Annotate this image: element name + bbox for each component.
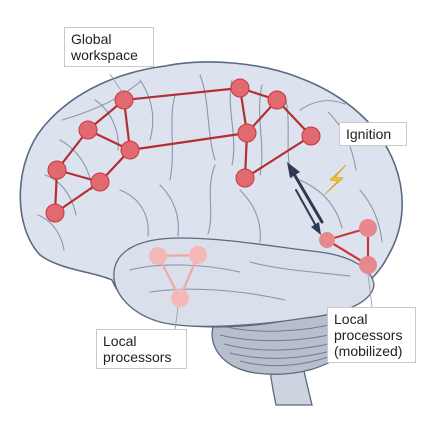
workspace-node (120, 140, 140, 160)
workspace-node (267, 90, 287, 110)
local-node (189, 246, 207, 264)
global-workspace-nodes (45, 78, 321, 223)
local-processors-mobilized-label: Local processors (mobilized) (327, 307, 416, 363)
bidirectional-arrow-icon (287, 162, 324, 235)
local-processors-left-nodes (149, 246, 207, 307)
workspace-node (230, 78, 250, 98)
workspace-node (114, 90, 134, 110)
mobilized-node (319, 232, 335, 248)
ignition-label: Ignition (339, 122, 407, 146)
workspace-node (235, 168, 255, 188)
workspace-node (237, 123, 257, 143)
workspace-node (78, 120, 98, 140)
mobilized-node (359, 219, 377, 237)
local-node (171, 289, 189, 307)
local-node (149, 247, 167, 265)
lightning-bolt-icon (323, 164, 347, 196)
workspace-node (47, 160, 67, 180)
local-processors-label: Local processors (96, 329, 187, 369)
workspace-node (90, 172, 110, 192)
workspace-node (45, 203, 65, 223)
local-processors-right-nodes (319, 219, 377, 274)
mobilized-node (359, 256, 377, 274)
label-leader-lines (109, 73, 373, 331)
workspace-node (301, 126, 321, 146)
global-workspace-label: Global workspace (64, 27, 154, 67)
